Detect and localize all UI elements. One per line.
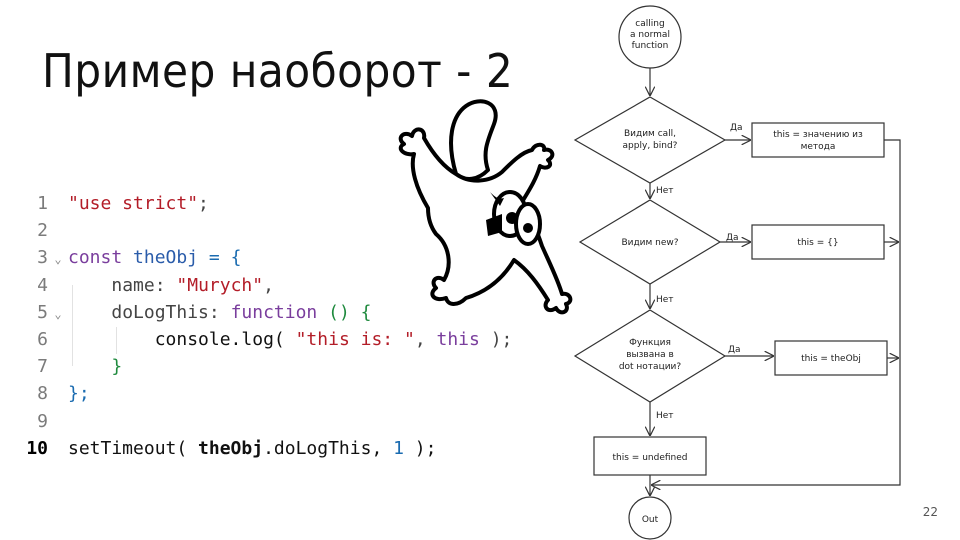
code-line-7: 7 } [22,353,512,380]
code-token: ; [198,193,209,214]
flow-yes-label: Да [730,123,743,133]
flow-no-label: Нет [656,411,674,421]
line-number: 4 [37,274,48,296]
code-token: "use strict" [68,193,199,214]
code-token: console.log( [154,328,296,350]
code-token: setTimeout( [68,437,199,459]
cat-illustration [398,99,573,315]
code-token: theObj [133,247,199,269]
code-token: function [230,301,318,323]
code-token: () { [317,301,372,323]
page-number: 22 [922,505,938,519]
line-number: 9 [37,410,48,432]
slide-title: Пример наоборот - 2 [42,44,514,98]
fold-chevron-icon[interactable]: ⌄ [54,252,62,267]
code-token: theObj [198,437,264,459]
line-number: 2 [37,220,48,242]
flow-no-label: Нет [656,295,674,305]
code-token: ); [479,328,513,350]
indent-guide [72,285,73,366]
flow-end-label: Out [642,515,659,525]
indent-guide [116,327,117,354]
fold-chevron-icon[interactable]: ⌄ [54,306,62,321]
line-number: 5 [37,301,48,323]
code-token: doLogThis: [111,301,231,323]
line-number: 6 [37,328,48,350]
flow-no-label: Нет [656,186,674,196]
flow-outcome-3-label: this = theObj [801,354,861,364]
code-token: } [111,356,123,378]
code-line-9: 9 [22,408,512,435]
line-number: 3 [37,247,48,269]
code-line-8: 8 }; [22,380,512,407]
code-token: }; [68,383,90,405]
line-number: 1 [37,193,48,214]
flow-decision-2-label: Видим new? [621,238,678,248]
line-number: 7 [37,356,48,378]
code-token: name: [111,274,177,296]
flow-decision-1-label: Видим call,apply, bind? [623,129,678,151]
code-token: "Murych" [176,274,264,296]
code-line-6: 6 console.log( "this is: ", this ); [22,326,512,353]
flow-yes-label: Да [728,345,741,355]
code-line-4: 4 name: "Murych", [22,272,512,299]
code-token: , [263,274,274,296]
code-line-1: 1 "use strict"; [22,190,512,217]
code-token: 1 [393,437,404,459]
code-block: 1 "use strict"; 2 3 ⌄ const theObj = { 4 n… [22,190,512,462]
flow-decision-1 [573,96,727,184]
code-line-3: 3 ⌄ const theObj = { [22,244,512,271]
flow-end-node [628,496,672,540]
code-token: ); [403,437,437,459]
line-number: 10 [26,437,48,459]
line-number: 8 [37,383,48,405]
code-line-2: 2 [22,217,512,244]
code-token: const [68,247,123,269]
code-line-10: 10 setTimeout( theObj.doLogThis, 1 ); [22,435,512,462]
flow-outcome-2-label: this = {} [797,238,838,248]
flow-fallback-label: this = undefined [613,453,688,463]
code-token: "this is: " [295,328,415,350]
code-token: .doLogThis, [263,437,394,459]
code-token: this [436,328,480,350]
code-line-5: 5 ⌄ doLogThis: function () { [22,299,512,326]
code-token: = { [198,247,242,269]
flow-yes-label: Да [726,233,739,243]
code-token: , [414,328,437,350]
